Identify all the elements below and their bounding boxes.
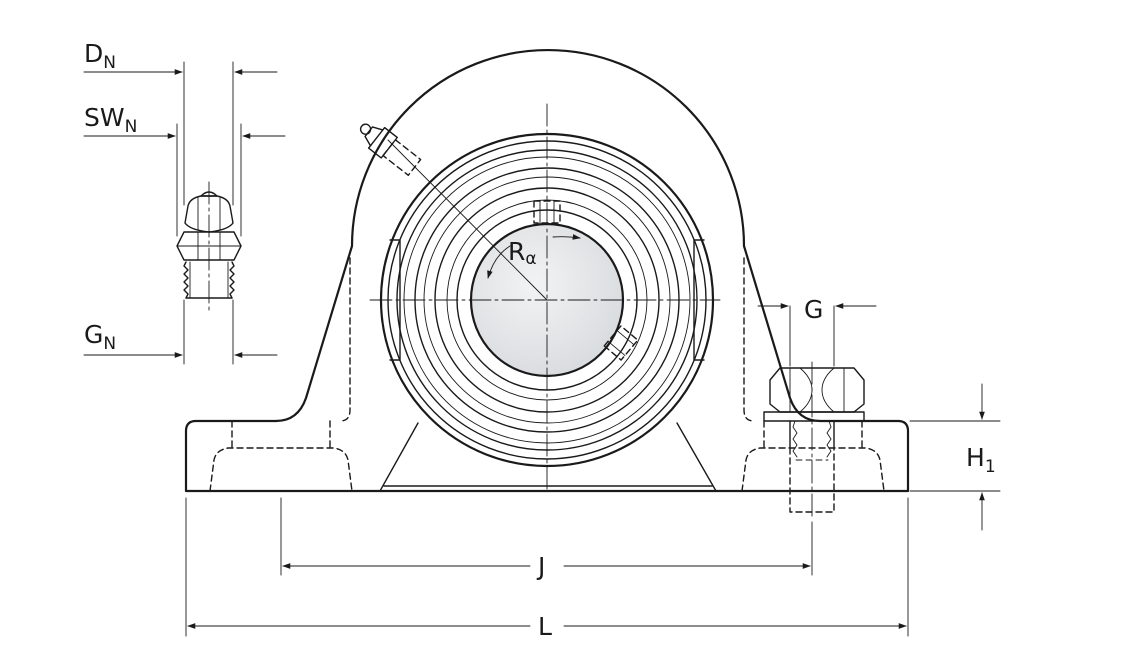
seal-slot-left bbox=[389, 239, 401, 361]
h1-dimension: H1 bbox=[909, 383, 1001, 531]
g-dimension: G bbox=[757, 295, 877, 367]
j-label: J bbox=[536, 552, 545, 581]
grease-nipple-detail bbox=[176, 181, 242, 313]
gn-label: GN bbox=[84, 320, 116, 354]
g-label: G bbox=[804, 295, 823, 324]
nipple-thread-left bbox=[183, 261, 189, 299]
gn-dimension: GN bbox=[83, 299, 278, 365]
dn-label: DN bbox=[84, 39, 116, 73]
l-dimension: L bbox=[185, 497, 909, 641]
bolt-nut bbox=[769, 367, 865, 413]
ra-label: Rα bbox=[508, 237, 537, 269]
set-screw-angled bbox=[603, 325, 639, 361]
l-label: L bbox=[538, 612, 552, 641]
h1-label: H1 bbox=[966, 443, 996, 477]
dn-dimension: DN bbox=[83, 39, 278, 206]
bolt-washer bbox=[763, 411, 865, 422]
housing-outline bbox=[184, 48, 910, 493]
swn-label: SWN bbox=[84, 103, 137, 137]
j-dimension: J bbox=[280, 497, 813, 581]
housing-grease-nipple bbox=[359, 123, 422, 176]
ra-dimension: Rα bbox=[387, 139, 581, 301]
swn-dimension: SWN bbox=[83, 103, 286, 237]
nipple-thread-right bbox=[229, 261, 235, 299]
mounting-bolt bbox=[763, 361, 865, 521]
nipple-head bbox=[184, 195, 234, 233]
housing bbox=[184, 48, 910, 493]
